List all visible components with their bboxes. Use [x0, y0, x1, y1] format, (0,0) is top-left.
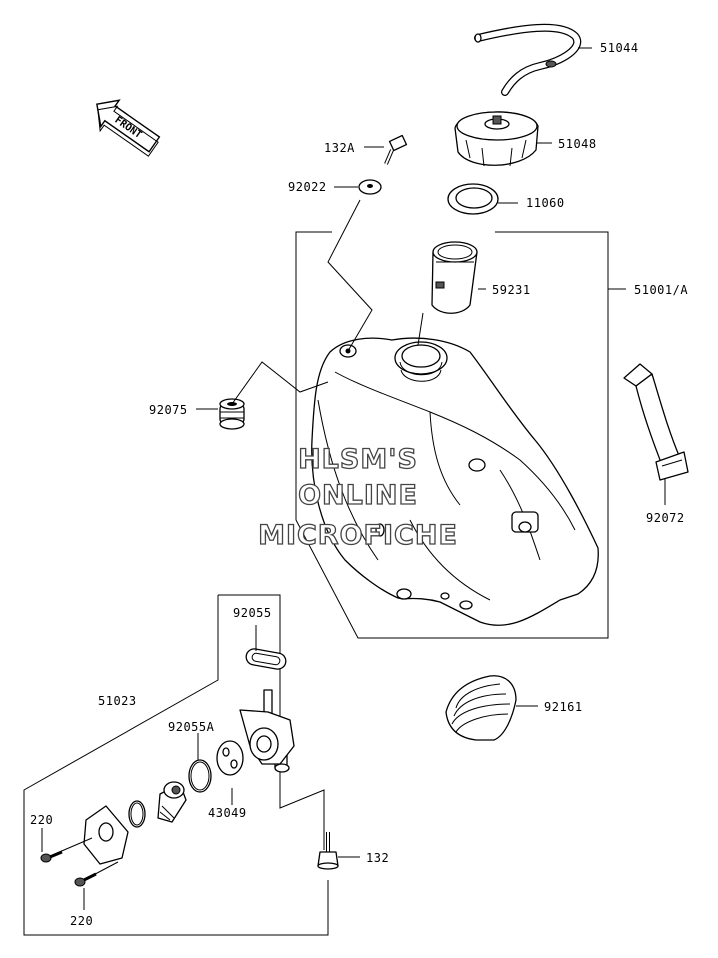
label-92161: 92161: [544, 700, 583, 714]
fuel-cock-box-outline: [23, 594, 329, 936]
leader-lines: [41, 47, 666, 910]
part-labels: 51044 51048 132A 92022 11060 59231 51001…: [30, 41, 688, 928]
bolt-132: [317, 832, 339, 870]
label-132: 132: [366, 851, 389, 865]
label-51044: 51044: [600, 41, 639, 55]
fuel-cock-plate: [83, 805, 129, 865]
watermark: HLSM'S ONLINE MICROFICHE: [257, 443, 458, 551]
washer-92022: [358, 179, 382, 195]
label-51001A: 51001/A: [634, 283, 688, 297]
label-92022: 92022: [288, 180, 327, 194]
gasket-92055: [245, 648, 287, 670]
fuel-cock: [239, 689, 295, 773]
fuel-cock-filter: [157, 781, 187, 823]
strap-92072: [623, 363, 689, 481]
label-11060: 11060: [526, 196, 565, 210]
fuel-tank-51001A: [311, 337, 599, 626]
label-220-upper: 220: [30, 813, 53, 827]
o-ring-92055A: [188, 759, 212, 793]
label-132A: 132A: [324, 141, 355, 155]
label-92055: 92055: [233, 606, 272, 620]
breather-hose-51044: [474, 23, 582, 96]
label-59231: 59231: [492, 283, 531, 297]
watermark-line3: MICROFICHE: [258, 520, 458, 551]
label-51048: 51048: [558, 137, 597, 151]
label-92072: 92072: [646, 511, 685, 525]
label-92075: 92075: [149, 403, 188, 417]
lever-43049: [216, 740, 244, 776]
rubber-cushion-92161: [445, 675, 517, 741]
gasket-11060: [447, 183, 499, 215]
watermark-line1: HLSM'S: [298, 444, 418, 475]
label-43049: 43049: [208, 806, 247, 820]
tank-assembly-outline: [295, 231, 609, 639]
front-arrow-badge: FRONT: [96, 99, 161, 157]
fuel-cap-51048: [454, 111, 539, 167]
bolt-132A: [384, 134, 408, 165]
label-220-lower: 220: [70, 914, 93, 928]
watermark-line2: ONLINE: [298, 480, 418, 511]
label-92055A: 92055A: [168, 720, 215, 734]
label-51023: 51023: [98, 694, 137, 708]
filter-59231: [431, 241, 478, 314]
o-ring-small: [128, 800, 146, 828]
screw-220-upper: [40, 837, 93, 863]
screw-220-lower: [74, 861, 119, 887]
